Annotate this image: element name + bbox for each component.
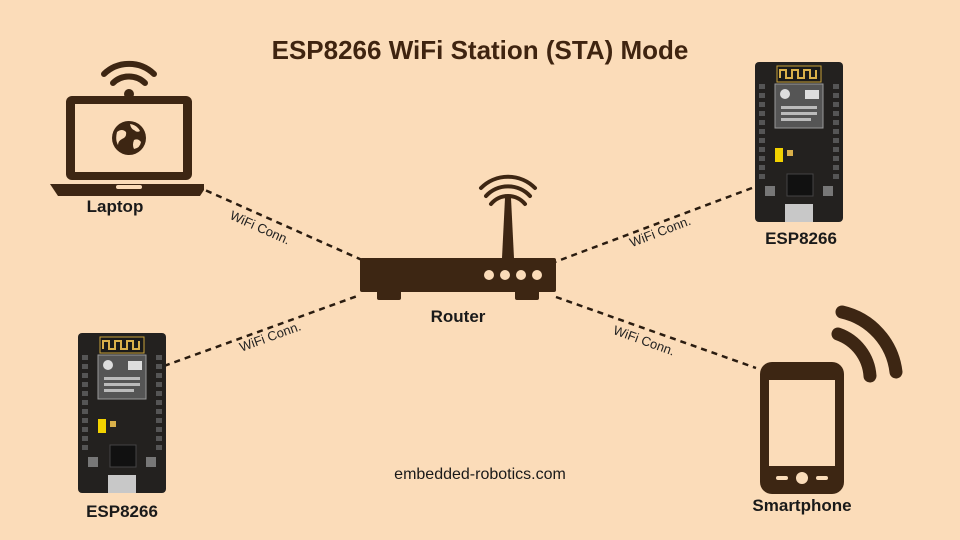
link-esp-bottom-router — [163, 293, 361, 368]
website-footer: embedded-robotics.com — [394, 466, 566, 483]
router-label: Router — [430, 307, 486, 326]
laptop-icon — [50, 60, 204, 196]
smartphone-icon — [760, 305, 903, 494]
smartphone-label: Smartphone — [752, 496, 852, 515]
esp8266-board-bottom-left — [78, 333, 166, 493]
esp8266-top-label: ESP8266 — [765, 229, 837, 248]
diagram-title: ESP8266 WiFi Station (STA) Mode — [271, 35, 689, 65]
link-esp-top-router — [554, 186, 753, 264]
esp8266-bottom-label: ESP8266 — [86, 502, 158, 521]
link-laptop-router — [195, 184, 363, 262]
link-smartphone-router — [555, 295, 757, 370]
esp8266-board-top-right — [755, 62, 843, 222]
laptop-label: Laptop — [86, 197, 144, 216]
router-icon — [360, 174, 556, 300]
